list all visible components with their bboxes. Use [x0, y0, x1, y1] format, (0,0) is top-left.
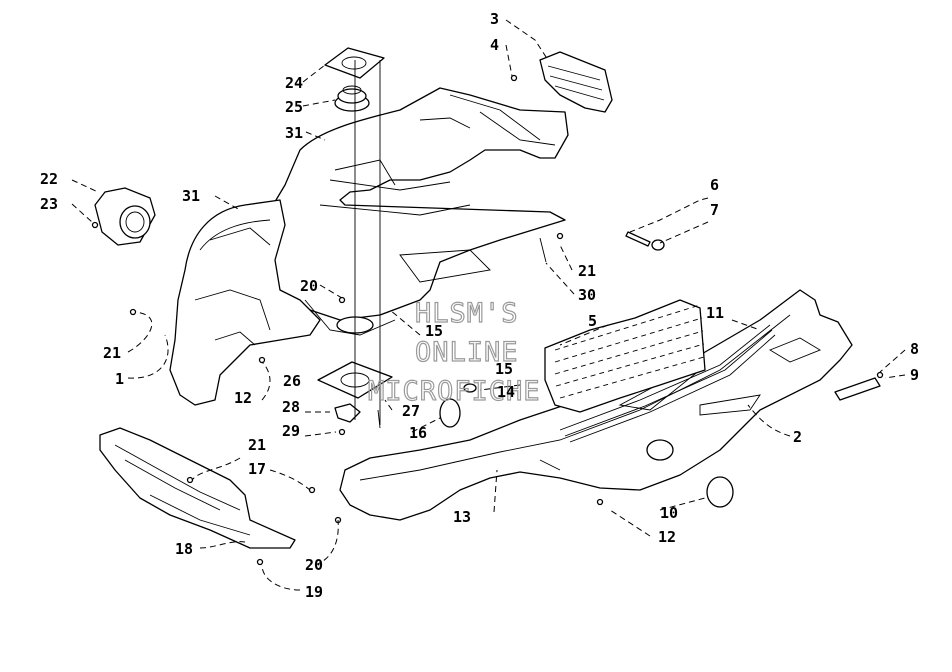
callout-4: 4 [490, 36, 499, 54]
callout-12-left: 12 [234, 389, 252, 407]
bumper-front [99, 427, 296, 549]
bolt [625, 231, 651, 247]
callout-16: 16 [409, 424, 427, 442]
callout-5: 5 [588, 312, 597, 330]
callout-23: 23 [40, 195, 58, 213]
callout-21-left: 21 [103, 344, 121, 362]
callout-29: 29 [282, 422, 300, 440]
callout-26: 26 [283, 372, 301, 390]
callout-31-left: 31 [182, 187, 200, 205]
callout-25: 25 [285, 98, 303, 116]
callout-15-upper: 15 [425, 322, 443, 340]
callout-21-right: 21 [578, 262, 596, 280]
rear-bracket [539, 51, 613, 113]
grommet-upper [334, 85, 370, 112]
callout-27: 27 [402, 402, 420, 420]
callout-9: 9 [910, 366, 919, 384]
callout-7: 7 [710, 201, 719, 219]
callout-1: 1 [115, 370, 124, 388]
clamp [334, 403, 361, 423]
watermark: HLSM'S ONLINE MICROFICHE [367, 297, 541, 407]
callout-22: 22 [40, 170, 58, 188]
watermark-line-3: MICROFICHE [368, 376, 541, 407]
callout-11: 11 [706, 304, 724, 322]
callout-28: 28 [282, 398, 300, 416]
callout-24: 24 [285, 74, 303, 92]
plate-upper [324, 47, 385, 79]
fasteners [91, 74, 884, 566]
ring-clamp [439, 383, 477, 428]
callout-3: 3 [490, 10, 499, 28]
name-plate [834, 377, 881, 401]
callout-21-bottom: 21 [248, 436, 266, 454]
callout-18: 18 [175, 540, 193, 558]
callout-20-bottom: 20 [305, 556, 323, 574]
callout-17: 17 [248, 460, 266, 478]
callout-2: 2 [793, 428, 802, 446]
side-panel-left [169, 199, 321, 406]
callout-13: 13 [453, 508, 471, 526]
leader-lines [71, 19, 906, 591]
callout-14: 14 [497, 383, 515, 401]
callout-20-mid: 20 [300, 277, 318, 295]
decal-stripes [559, 324, 776, 443]
callout-labels: 3 4 24 25 31 22 23 31 6 7 21 20 30 15 5 … [40, 10, 919, 601]
traction-mat [544, 299, 706, 413]
watermark-line-1: HLSM'S [415, 298, 519, 329]
watermark-line-2: ONLINE [415, 337, 519, 368]
callout-8: 8 [910, 340, 919, 358]
washer [651, 239, 665, 251]
callout-19: 19 [305, 583, 323, 601]
callout-10: 10 [660, 504, 678, 522]
callout-31-top: 31 [285, 124, 303, 142]
callout-15-lower: 15 [495, 360, 513, 378]
boot-assembly [94, 187, 156, 246]
plug [706, 476, 734, 508]
callout-6: 6 [710, 176, 719, 194]
callout-30: 30 [578, 286, 596, 304]
callout-12-right: 12 [658, 528, 676, 546]
